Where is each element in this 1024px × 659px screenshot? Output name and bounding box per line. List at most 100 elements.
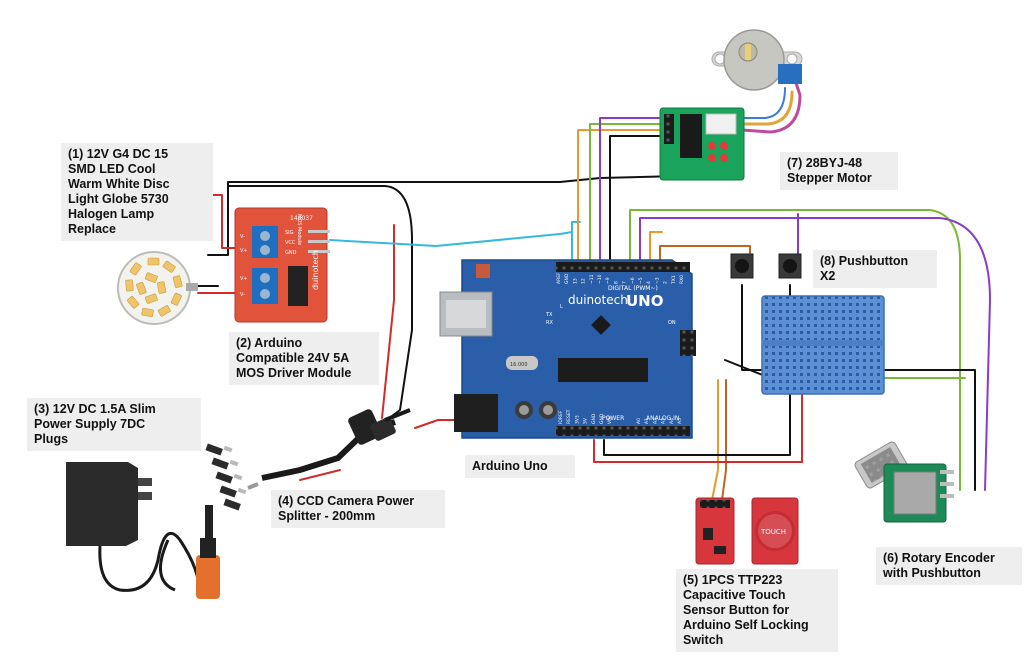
label-arduino-uno: Arduino Uno bbox=[465, 455, 575, 478]
uno-digital-pin-0: AREF bbox=[556, 272, 562, 284]
uno-digital-pin-2: 13 bbox=[572, 278, 578, 284]
label-led-lamp: (1) 12V G4 DC 15 SMD LED Cool Warm White… bbox=[61, 143, 213, 241]
power-supply bbox=[66, 443, 247, 599]
uno-digital-pin-14: TX1 bbox=[671, 275, 677, 285]
uno-crystal: 16.000 bbox=[510, 362, 528, 368]
mos-brand: duinotech bbox=[311, 250, 320, 290]
uno-power-pin-1: RESET bbox=[566, 409, 572, 424]
wires bbox=[185, 78, 991, 501]
uno-led-rx: RX bbox=[546, 320, 553, 326]
label-psu-line-2: Power Supply 7DC bbox=[34, 417, 146, 431]
uno-digital-pin-8: 7 bbox=[622, 281, 628, 284]
uno-analog-pin-4: A4 bbox=[669, 418, 675, 424]
mos-term-2: V+ bbox=[240, 248, 248, 254]
label-psu-line-1: (3) 12V DC 1.5A Slim bbox=[34, 402, 156, 416]
uno-led-l: L bbox=[560, 304, 563, 310]
label-led-line-3: Warm White Disc bbox=[68, 177, 170, 191]
label-psu-line-3: Plugs bbox=[34, 432, 69, 446]
uno-digital-pin-6: ~9 bbox=[605, 277, 611, 284]
label-led-line-5: Halogen Lamp bbox=[68, 207, 155, 221]
label-touch-line-5: Switch bbox=[683, 633, 724, 647]
label-touch-sensor: (5) 1PCS TTP223 Capacitive Touch Sensor … bbox=[676, 569, 838, 652]
wire-stepper-cable bbox=[740, 78, 802, 134]
label-stepper-line-2: Stepper Motor bbox=[787, 171, 872, 185]
uno-led-on: ON bbox=[668, 320, 676, 326]
label-splitter: (4) CCD Camera Power Splitter - 200mm bbox=[271, 490, 445, 528]
label-mos-line-3: MOS Driver Module bbox=[236, 366, 352, 380]
uno-analog-pin-3: A3 bbox=[661, 418, 667, 424]
uno-digital-pin-5: ~10 bbox=[597, 274, 603, 284]
uno-digital-pin-13: 2 bbox=[663, 281, 669, 284]
uno-digital-pin-9: ~6 bbox=[630, 277, 636, 284]
mos-term-1: V- bbox=[240, 234, 245, 240]
label-touch-line-4: Arduino Self Locking bbox=[683, 618, 809, 632]
rotary-encoder bbox=[854, 441, 954, 523]
label-splitter-line-2: Splitter - 200mm bbox=[278, 509, 376, 523]
uno-digital-label: DIGITAL (PWM~) bbox=[608, 285, 658, 292]
mos-top: MOS Module bbox=[296, 214, 302, 245]
touch-pad-label: TOUCH bbox=[760, 528, 786, 536]
wire-black-top-loop bbox=[227, 175, 691, 187]
label-led-line-2: SMD LED Cool bbox=[68, 162, 156, 176]
wire-stepper-cable-2 bbox=[740, 90, 794, 126]
uno-model: UNO bbox=[626, 292, 664, 310]
uno-power-pin-4: GND bbox=[591, 413, 597, 424]
label-touch-line-3: Sensor Button for bbox=[683, 603, 790, 617]
uno-analog-pin-2: A2 bbox=[652, 418, 658, 424]
wire-purple-driver bbox=[599, 117, 661, 271]
wire-green-encoder bbox=[629, 209, 961, 491]
wire-orange-touch bbox=[649, 231, 663, 271]
wire-brown-touch-lead bbox=[721, 379, 727, 501]
uno-analog-pin-5: A5 bbox=[677, 418, 683, 424]
wire-orange-touch-lead bbox=[711, 379, 719, 501]
label-led-line-4: Light Globe 5730 bbox=[68, 192, 169, 206]
wire-black-mos-to-splitter bbox=[207, 185, 413, 426]
mos-pin-vcc: VCC bbox=[285, 240, 296, 246]
label-mos-line-1: (2) Arduino bbox=[236, 336, 303, 350]
label-mos-driver: (2) Arduino Compatible 24V 5A MOS Driver… bbox=[229, 332, 379, 385]
label-stepper-line-1: (7) 28BYJ-48 bbox=[787, 156, 863, 170]
label-pushbutton-line-1: (8) Pushbutton bbox=[820, 254, 909, 268]
uno-analog-pin-0: A0 bbox=[636, 418, 642, 424]
pushbuttons bbox=[730, 253, 802, 279]
uno-brand: duinotech bbox=[568, 293, 628, 307]
wire-cyan-mos-signal bbox=[329, 231, 573, 271]
label-stepper-motor: (7) 28BYJ-48 Stepper Motor bbox=[780, 152, 898, 190]
uno-led-tx: TX bbox=[545, 312, 553, 318]
label-power-supply: (3) 12V DC 1.5A Slim Power Supply 7DC Pl… bbox=[27, 398, 201, 451]
uno-digital-pin-15: RX0 bbox=[679, 275, 685, 284]
uno-power-pin-2: 3V3 bbox=[574, 415, 580, 424]
wire-black-bottom bbox=[603, 391, 791, 456]
label-splitter-line-1: (4) CCD Camera Power bbox=[278, 494, 415, 508]
label-encoder-line-1: (6) Rotary Encoder bbox=[883, 551, 995, 565]
label-led-line-1: (1) 12V G4 DC 15 bbox=[68, 147, 169, 161]
power-splitter bbox=[247, 408, 411, 490]
mos-driver-module: duinotech 140037 MOS Module SIG VCC GND … bbox=[234, 207, 330, 323]
uno-power-pin-3: 5V bbox=[583, 417, 589, 424]
mos-term-4: V- bbox=[240, 292, 245, 298]
mos-code: 140037 bbox=[290, 215, 313, 222]
uno-digital-pin-4: ~11 bbox=[589, 274, 595, 284]
label-pushbutton: (8) Pushbutton X2 bbox=[813, 250, 937, 288]
wire-red-bottom-loop bbox=[593, 391, 803, 463]
mos-pin-sig: SIG bbox=[285, 230, 294, 236]
label-rotary-encoder: (6) Rotary Encoder with Pushbutton bbox=[876, 547, 1022, 585]
wire-red-mos-to-splitter bbox=[204, 194, 237, 249]
label-encoder-line-2: with Pushbutton bbox=[883, 566, 981, 580]
uno-analog-label: ANALOG IN bbox=[646, 415, 679, 422]
wire-red-vplus bbox=[381, 224, 395, 419]
wire-orange-driver bbox=[577, 129, 661, 271]
uno-power-pin-6: VIN bbox=[607, 416, 613, 424]
wire-green-driver bbox=[589, 123, 661, 271]
uno-digital-pin-1: GND bbox=[564, 273, 570, 284]
mos-term-3: V+ bbox=[240, 276, 248, 282]
stepper-motor bbox=[711, 29, 803, 91]
uno-power-pin-0: IOREF bbox=[558, 410, 564, 424]
mos-pin-gnd: GND bbox=[285, 250, 297, 256]
touch-sensor-modules: TOUCH bbox=[695, 497, 799, 565]
wire-red-uno-jack bbox=[414, 419, 457, 429]
